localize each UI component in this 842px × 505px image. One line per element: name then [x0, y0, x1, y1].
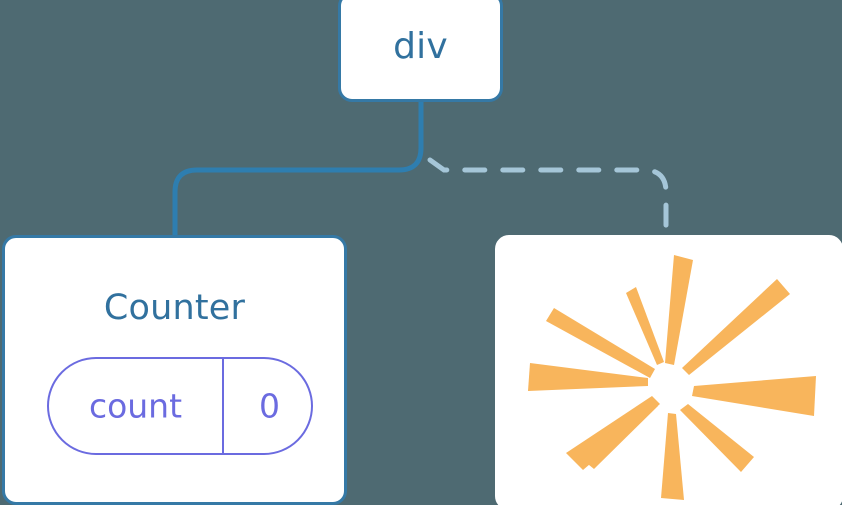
node-burst[interactable]: [495, 235, 842, 505]
edge-div-to-burst: [427, 157, 669, 241]
state-pill-divider: [222, 359, 224, 453]
state-pill[interactable]: count 0: [47, 357, 313, 455]
sparkle-burst-icon: [528, 255, 816, 500]
state-value-label: 0: [259, 386, 280, 426]
node-div[interactable]: div: [338, 0, 503, 102]
edge-div-to-counter: [172, 98, 424, 241]
node-div-label: div: [393, 26, 448, 67]
node-counter[interactable]: Counter count 0: [2, 235, 347, 505]
node-counter-label: Counter: [103, 288, 246, 328]
state-key-label: count: [88, 386, 183, 426]
